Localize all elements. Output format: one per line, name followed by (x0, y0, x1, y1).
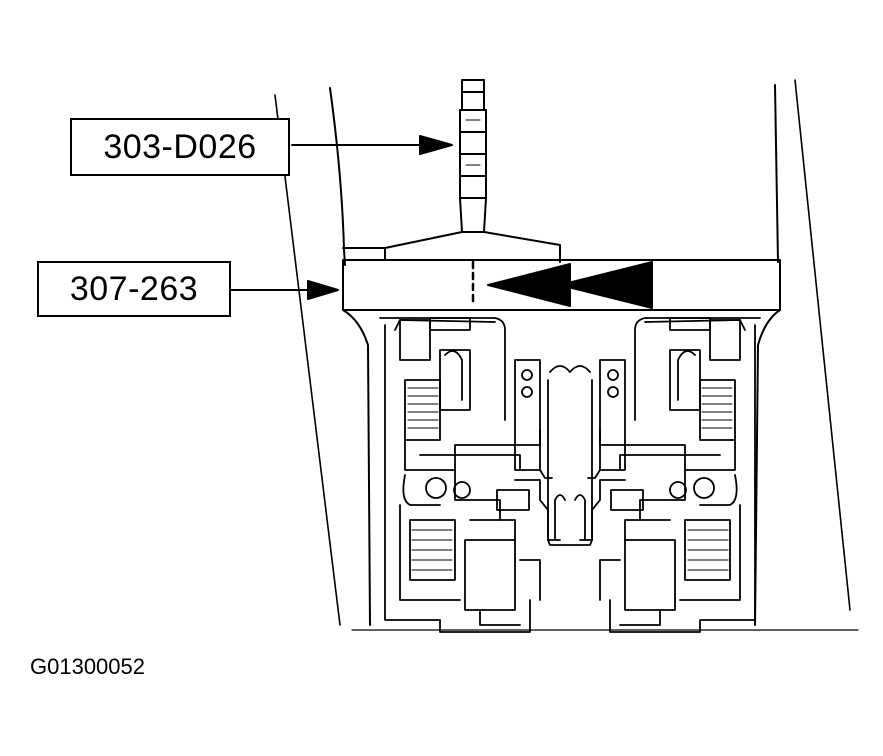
right-clutch-assembly (579, 317, 761, 633)
tool-303-D026 (384, 79, 561, 259)
callout-307-263-text: 307-263 (69, 269, 199, 308)
center-shaft (547, 365, 593, 546)
tool-307-263-plate (342, 247, 781, 626)
callout-307-263: 307-263 (37, 261, 231, 317)
pressing-arrows (487, 261, 653, 309)
left-clutch-assembly (379, 317, 561, 633)
case-outline (274, 79, 859, 631)
callout-303-D026-text: 303-D026 (103, 127, 257, 166)
callout-303-D026: 303-D026 (70, 118, 290, 176)
leader-arrows (230, 135, 453, 300)
figure-id: G01300052 (30, 654, 145, 679)
